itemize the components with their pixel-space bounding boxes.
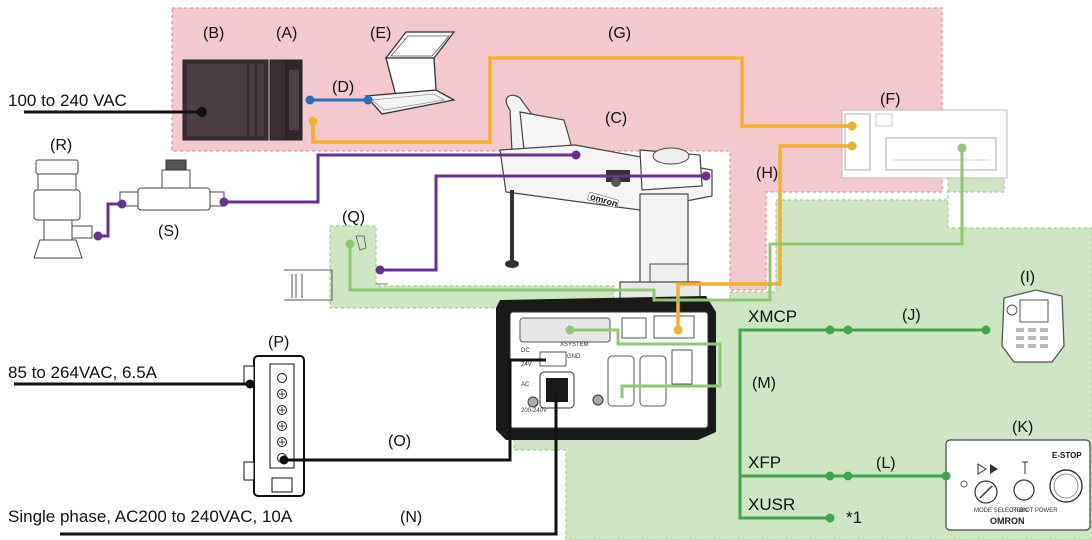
estop-label: E-STOP (1052, 451, 1082, 460)
vacuum-gripper-r (34, 160, 92, 258)
robot-power-label: ROBOT POWER (1012, 508, 1058, 514)
panel-brand-text: OMRON (990, 516, 1025, 526)
label-j: (J) (902, 307, 921, 324)
label-g: (G) (608, 25, 631, 42)
label-e: (E) (370, 25, 391, 42)
label-k: (K) (1012, 419, 1033, 436)
robot-controller-front-panel: XSYSTEM DC 24V AC 200-240V GND (496, 296, 716, 440)
footnote-marker: *1 (846, 508, 862, 527)
xmcp-label: XMCP (748, 307, 797, 326)
label-f: (F) (880, 91, 900, 108)
ac100-label: 100 to 240 VAC (8, 91, 127, 110)
label-o: (O) (388, 433, 411, 450)
label-n: (N) (400, 509, 422, 526)
ac-label: AC (521, 382, 530, 388)
green-zone-q (330, 226, 614, 308)
label-c: (C) (605, 110, 627, 127)
label-p: (P) (268, 334, 289, 351)
label-b: (B) (203, 25, 224, 42)
label-s: (S) (158, 223, 179, 240)
vacuum-ejector-s (120, 160, 224, 210)
label-a: (A) (276, 25, 297, 42)
robot-controller-f (842, 110, 1007, 178)
label-h: (H) (756, 165, 778, 182)
xfp-label: XFP (748, 453, 781, 472)
dc-supply-label: 85 to 264VAC, 6.5A (8, 363, 158, 382)
pendant-keys (1016, 328, 1048, 348)
gnd-label: GND (567, 354, 581, 360)
label-i: (I) (1020, 269, 1035, 286)
dc-power-supply-p (244, 356, 304, 496)
front-panel-k: E-STOP MODE SELECTION ROBOT POWER OMRON (946, 440, 1090, 530)
dc-label: DC (521, 348, 530, 354)
label-q: (Q) (342, 209, 365, 226)
single-phase-label: Single phase, AC200 to 240VAC, 10A (8, 507, 293, 526)
label-d: (D) (332, 79, 354, 96)
label-l: (L) (876, 455, 896, 472)
dc-voltage: 24V (521, 362, 532, 368)
xsystem-label: XSYSTEM (560, 342, 589, 348)
plc-controller-a (270, 60, 302, 140)
teach-pendant-i (1002, 290, 1064, 362)
power-supply-unit-b (183, 60, 268, 140)
ac-voltage: 200-240V (521, 408, 547, 414)
label-r: (R) (50, 137, 72, 154)
xusr-label: XUSR (748, 495, 795, 514)
label-m: (M) (752, 375, 776, 392)
